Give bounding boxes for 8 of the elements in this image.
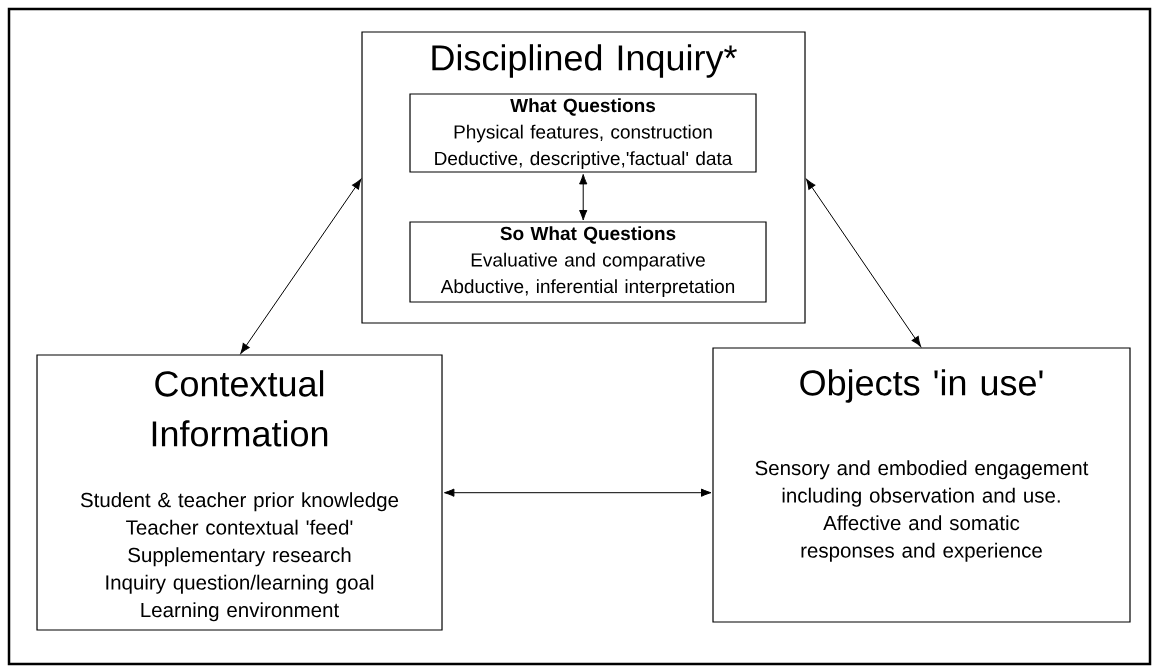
question-box: What Questions Physical features, construction Deductive, descriptive,'factual' data [409, 93, 757, 173]
concept-box: Objects 'in use' Sensory and embodied engagement including observation and use. Affective and somatic responses and experience [712, 347, 1131, 623]
concept-box: Contextual Information Student & teacher prior knowledge Teacher contextual 'feed' Supplementary research Inquiry question/learning goal Learning environment [36, 354, 443, 631]
question-box: So What Questions Evaluative and comparative Abductive, inferential interpretation [409, 221, 767, 303]
double-arrow [443, 488, 712, 497]
double-arrow [240, 178, 362, 354]
double-arrow [579, 173, 588, 221]
double-arrow [806, 178, 922, 347]
